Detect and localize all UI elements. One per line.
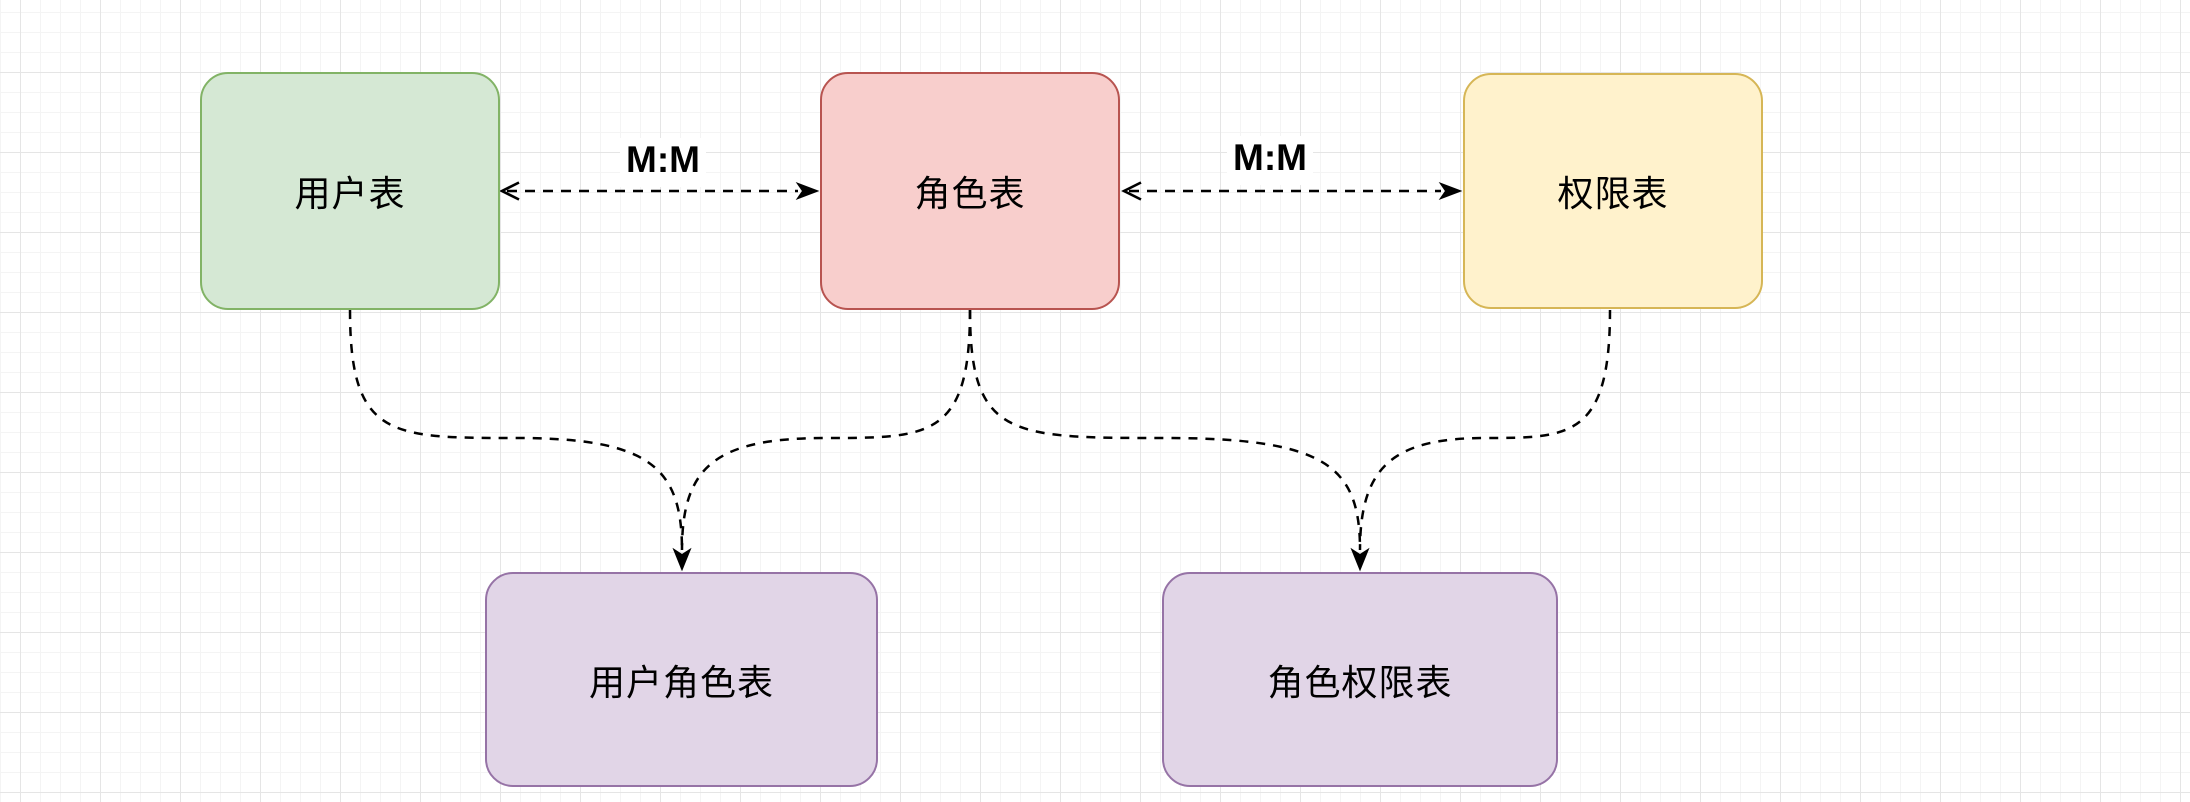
edge-curve — [1358, 309, 1612, 551]
open-arrowhead-left-icon — [499, 181, 520, 201]
node-role-table[interactable]: 角色表 — [820, 72, 1120, 310]
node-role-permission-table[interactable]: 角色权限表 — [1162, 572, 1558, 787]
edge-curve — [680, 309, 972, 551]
edge-curve — [348, 309, 684, 551]
node-label: 角色表 — [914, 173, 1026, 214]
edge-curve — [968, 309, 1362, 551]
node-label: 用户表 — [294, 173, 406, 214]
node-label: 权限表 — [1557, 173, 1669, 214]
node-user-role-table[interactable]: 用户角色表 — [485, 572, 878, 787]
edge-role-to-userrole[interactable] — [672, 309, 972, 572]
filled-arrowhead-down-icon — [672, 547, 692, 572]
edge-role-to-roleperm[interactable] — [968, 309, 1370, 572]
edge-permission-to-roleperm[interactable] — [1358, 309, 1612, 551]
edge-role-permission-mm[interactable] — [1121, 181, 1463, 201]
filled-arrowhead-right-icon — [795, 181, 820, 201]
edge-label-mm-2[interactable]: M:M — [1227, 136, 1313, 185]
filled-arrowhead-right-icon — [1438, 181, 1463, 201]
edge-label-mm-1[interactable]: M:M — [620, 138, 706, 187]
filled-arrowhead-down-icon — [1350, 547, 1370, 572]
node-label: 用户角色表 — [588, 661, 774, 703]
open-arrowhead-left-icon — [1121, 181, 1142, 201]
node-permission-table[interactable]: 权限表 — [1463, 73, 1763, 309]
edge-user-to-userrole[interactable] — [348, 309, 684, 551]
node-label: 角色权限表 — [1267, 661, 1453, 703]
node-user-table[interactable]: 用户表 — [200, 72, 500, 310]
